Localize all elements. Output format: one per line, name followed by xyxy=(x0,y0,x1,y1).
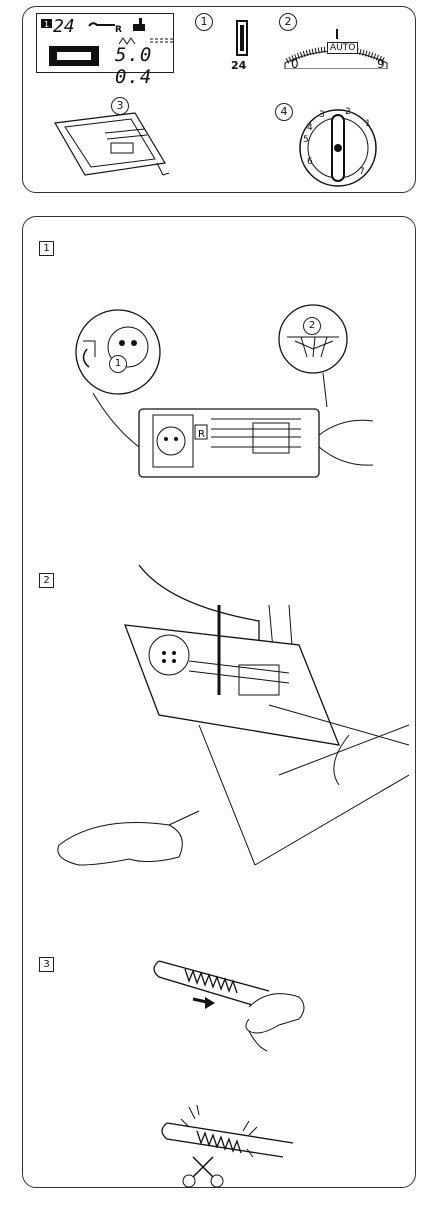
dial-max-label: 9 xyxy=(377,57,385,71)
stitch-length-knob xyxy=(293,103,383,193)
step-3-label: 3 xyxy=(39,957,54,972)
step-1-illustration: R xyxy=(43,297,403,517)
knob-label-4: 4 xyxy=(307,123,313,133)
knob-label-2: 2 xyxy=(345,107,351,117)
callout-release: 1 xyxy=(109,355,127,373)
stitch-width-value: 0.4 xyxy=(115,66,152,88)
buttonhole-symbol xyxy=(49,46,99,66)
knob-label-6: 6 xyxy=(307,157,313,167)
step-3-cut-illustration xyxy=(149,947,319,1057)
width-icon xyxy=(149,36,175,44)
steps-panel: 1 R 1 2 2 xyxy=(22,216,416,1188)
presser-foot-icon xyxy=(131,17,149,33)
buttonhole-stitch-icon xyxy=(232,19,252,59)
svg-text:1: 1 xyxy=(44,20,49,29)
callout-guide: 2 xyxy=(303,317,321,335)
lcd-values: 5.00.4 xyxy=(115,44,173,88)
pattern-number: 24 xyxy=(53,16,75,37)
lever-letter: R xyxy=(115,25,122,35)
auto-label: AUTO xyxy=(327,42,358,54)
buttonhole-foot-illustration xyxy=(45,103,175,183)
svg-text:R: R xyxy=(198,429,205,440)
knob-label-7: 7 xyxy=(359,167,365,177)
step-2-illustration xyxy=(39,565,409,895)
step-3-trim-illustration xyxy=(153,1097,313,1207)
stitch-number-label: 24 xyxy=(231,59,246,72)
callout-1: 1 xyxy=(195,13,213,31)
callout-4: 4 xyxy=(275,103,293,121)
stitch-length-value: 5.0 xyxy=(115,44,152,66)
settings-panel: 1 24 R 5.00.4 1 24 2 AUTO 0 9 3 xyxy=(22,6,416,193)
memory-icon: 1 xyxy=(40,17,54,29)
dial-min-label: 0 xyxy=(291,57,299,71)
knob-label-5: 5 xyxy=(303,135,309,145)
lcd-display: 1 24 R 5.00.4 xyxy=(36,13,174,73)
knob-label-3: 3 xyxy=(319,110,325,120)
knob-label-1: 1 xyxy=(365,119,371,129)
step-1-label: 1 xyxy=(39,241,54,256)
